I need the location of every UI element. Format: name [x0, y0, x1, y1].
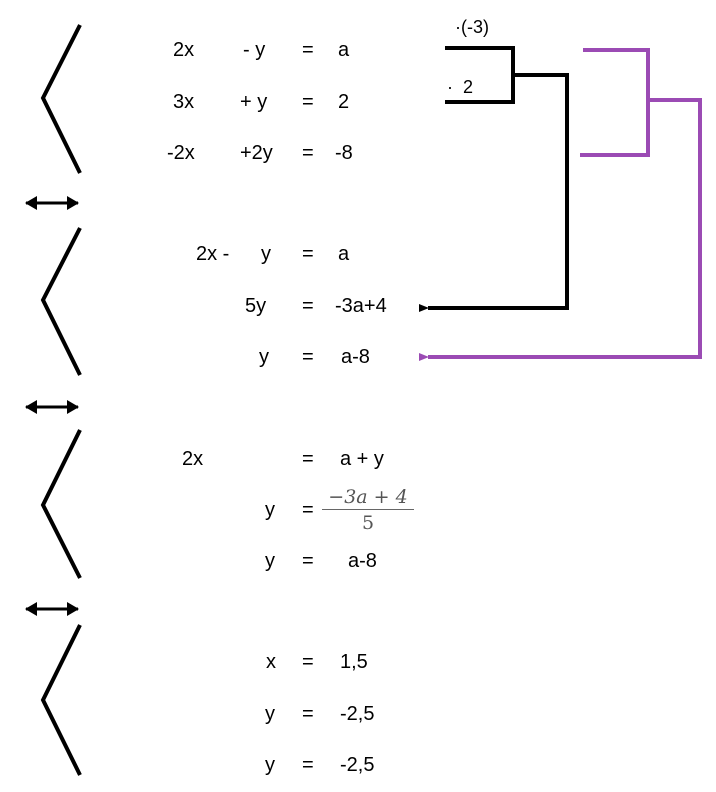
- equals: =: [302, 346, 314, 368]
- equals: =: [302, 91, 314, 113]
- equals: =: [302, 550, 314, 572]
- rhs: 2: [338, 91, 350, 113]
- term: y: [259, 346, 269, 368]
- rhs: -3a+4: [335, 295, 387, 317]
- equals: =: [302, 295, 314, 317]
- equals: =: [302, 651, 314, 673]
- fraction: −3a + 4 5: [322, 486, 414, 534]
- system-brace-icon: [40, 227, 82, 376]
- term: y: [265, 550, 275, 572]
- fraction-bar: [322, 509, 414, 510]
- rhs: a: [338, 243, 350, 265]
- multiplier-label: ·(-3): [455, 17, 489, 37]
- equals: =: [302, 754, 314, 776]
- black-result-arrow: [419, 73, 569, 312]
- rhs: -2,5: [340, 703, 375, 725]
- rhs: -8: [335, 142, 353, 164]
- equals: =: [302, 243, 314, 265]
- equals: =: [302, 448, 314, 470]
- term: 2x: [182, 448, 204, 470]
- multiplier-label: · 2: [447, 77, 474, 97]
- equals: =: [302, 142, 314, 164]
- system-brace-icon: [40, 624, 82, 776]
- rhs: a-8: [348, 550, 377, 572]
- fraction-denominator: 5: [361, 512, 375, 534]
- term: -2x: [167, 142, 195, 164]
- term: 2x: [173, 39, 195, 61]
- term: 5y: [245, 295, 267, 317]
- term: 3x: [173, 91, 195, 113]
- purple-combine-bracket: [580, 48, 650, 157]
- system-brace-icon: [40, 24, 82, 174]
- rhs: a-8: [341, 346, 370, 368]
- term: y: [265, 754, 275, 776]
- term: + y: [240, 91, 268, 113]
- rhs: a + y: [340, 448, 384, 470]
- rhs: -2,5: [340, 754, 375, 776]
- term: y: [261, 243, 271, 265]
- term: x: [266, 651, 276, 673]
- equals: =: [302, 499, 314, 521]
- rhs: a: [338, 39, 350, 61]
- fraction-numerator: −3a + 4: [328, 486, 408, 508]
- equals: =: [302, 39, 314, 61]
- term: y: [265, 499, 275, 521]
- rhs: 1,5: [340, 651, 368, 673]
- term: +2y: [240, 142, 273, 164]
- equals: =: [302, 703, 314, 725]
- purple-result-arrow: [419, 98, 702, 361]
- term: 2x -: [196, 243, 230, 265]
- system-brace-icon: [40, 429, 82, 579]
- term: y: [265, 703, 275, 725]
- term: - y: [243, 39, 266, 61]
